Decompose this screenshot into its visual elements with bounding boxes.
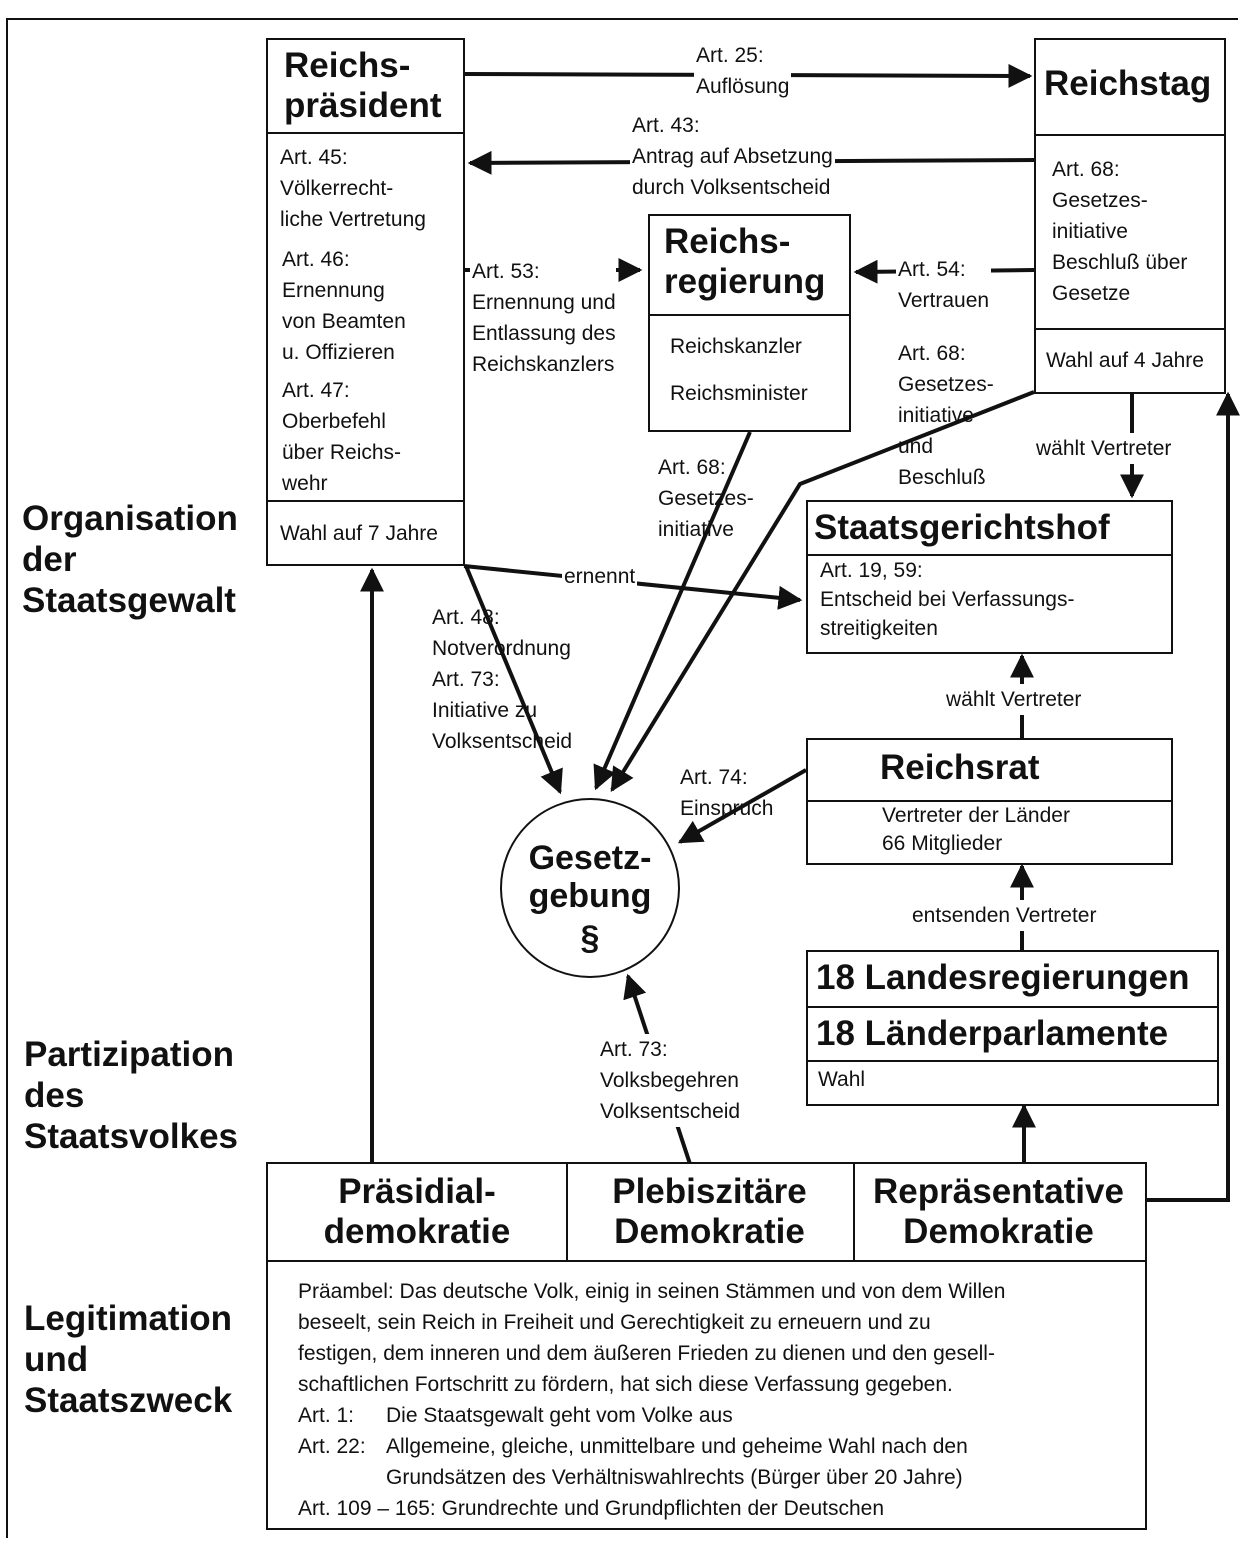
- art22-text: Allgemeine, gleiche, unmittelbare und ge…: [386, 1435, 968, 1489]
- reichstag-election: Wahl auf 4 Jahre: [1046, 349, 1204, 372]
- art22-label: Art. 22:: [298, 1435, 366, 1458]
- reichsregierung-member-reichskanzler: Reichskanzler: [670, 335, 802, 358]
- outer-frame: [6, 18, 1238, 1538]
- staatsgerichtshof-box: Staatsgerichtshof Art. 19, 59:Entscheid …: [806, 500, 1173, 654]
- edge-repraesentativ-reichstag: [1146, 391, 1240, 1202]
- preamble-text: Präambel: Das deutsche Volk, einig in se…: [298, 1280, 1006, 1396]
- reichspraesident-box: Reichs-präsident Art. 45:Völkerrecht-lic…: [266, 38, 465, 566]
- democracy-praesidial: Präsidial-demokratie: [323, 1172, 511, 1251]
- edge-art68-reichsregierung: [593, 431, 752, 791]
- reichspraesident-art45: Art. 45:Völkerrecht-liche Vertretung: [280, 146, 426, 231]
- edge-art68-reichstag: [610, 390, 1035, 793]
- edge-art48: [464, 565, 563, 795]
- label-ernennt: ernennt: [562, 561, 638, 592]
- laender-row-wahl: Wahl: [818, 1068, 866, 1091]
- preamble-box: Präambel: Das deutsche Volk, einig in se…: [266, 1260, 1147, 1530]
- laender-box: 18 Landesregierungen 18 Länderparlamente…: [806, 950, 1219, 1106]
- staatsgerichtshof-text: Art. 19, 59:Entscheid bei Verfassungs-st…: [820, 559, 1075, 640]
- reichspraesident-title: Reichs-präsident: [284, 46, 442, 125]
- art1-label: Art. 1:: [298, 1404, 355, 1427]
- reichspraesident-election: Wahl auf 7 Jahre: [280, 522, 438, 545]
- label-art68-reichsregierung: Art. 68:Gesetzes-initiative: [658, 456, 754, 541]
- gesetzgebung-circle: Gesetz- gebung §: [500, 798, 680, 978]
- staatsgerichtshof-title: Staatsgerichtshof: [814, 508, 1110, 547]
- label-art74: Art. 74:Einspruch: [680, 766, 774, 820]
- label-waehlt-vertreter-reichstag: wählt Vertreter: [1034, 433, 1174, 464]
- laender-row-laenderparlamente: 18 Länderparlamente: [816, 1014, 1169, 1053]
- reichsregierung-box: Reichs-regierung Reichskanzler Reichsmin…: [648, 214, 851, 432]
- reichstag-title: Reichstag: [1044, 64, 1212, 103]
- label-entsenden-vertreter: entsenden Vertreter: [910, 900, 1099, 931]
- label-waehlt-vertreter-reichsrat: wählt Vertreter: [944, 684, 1084, 715]
- label-art54: Art. 54:Vertrauen: [896, 254, 992, 316]
- art1-text: Die Staatsgewalt geht vom Volke aus: [386, 1404, 733, 1427]
- reichsregierung-title: Reichs-regierung: [664, 222, 826, 301]
- label-art25: Art. 25:Auflösung: [694, 40, 792, 102]
- laender-row-landesregierungen: 18 Landesregierungen: [816, 958, 1190, 997]
- edge-art74: [677, 768, 807, 844]
- reichsrat-title: Reichsrat: [880, 748, 1040, 787]
- reichsregierung-member-reichsminister: Reichsminister: [670, 382, 808, 405]
- art109-text: Art. 109 – 165: Grundrechte und Grundpfl…: [298, 1497, 885, 1520]
